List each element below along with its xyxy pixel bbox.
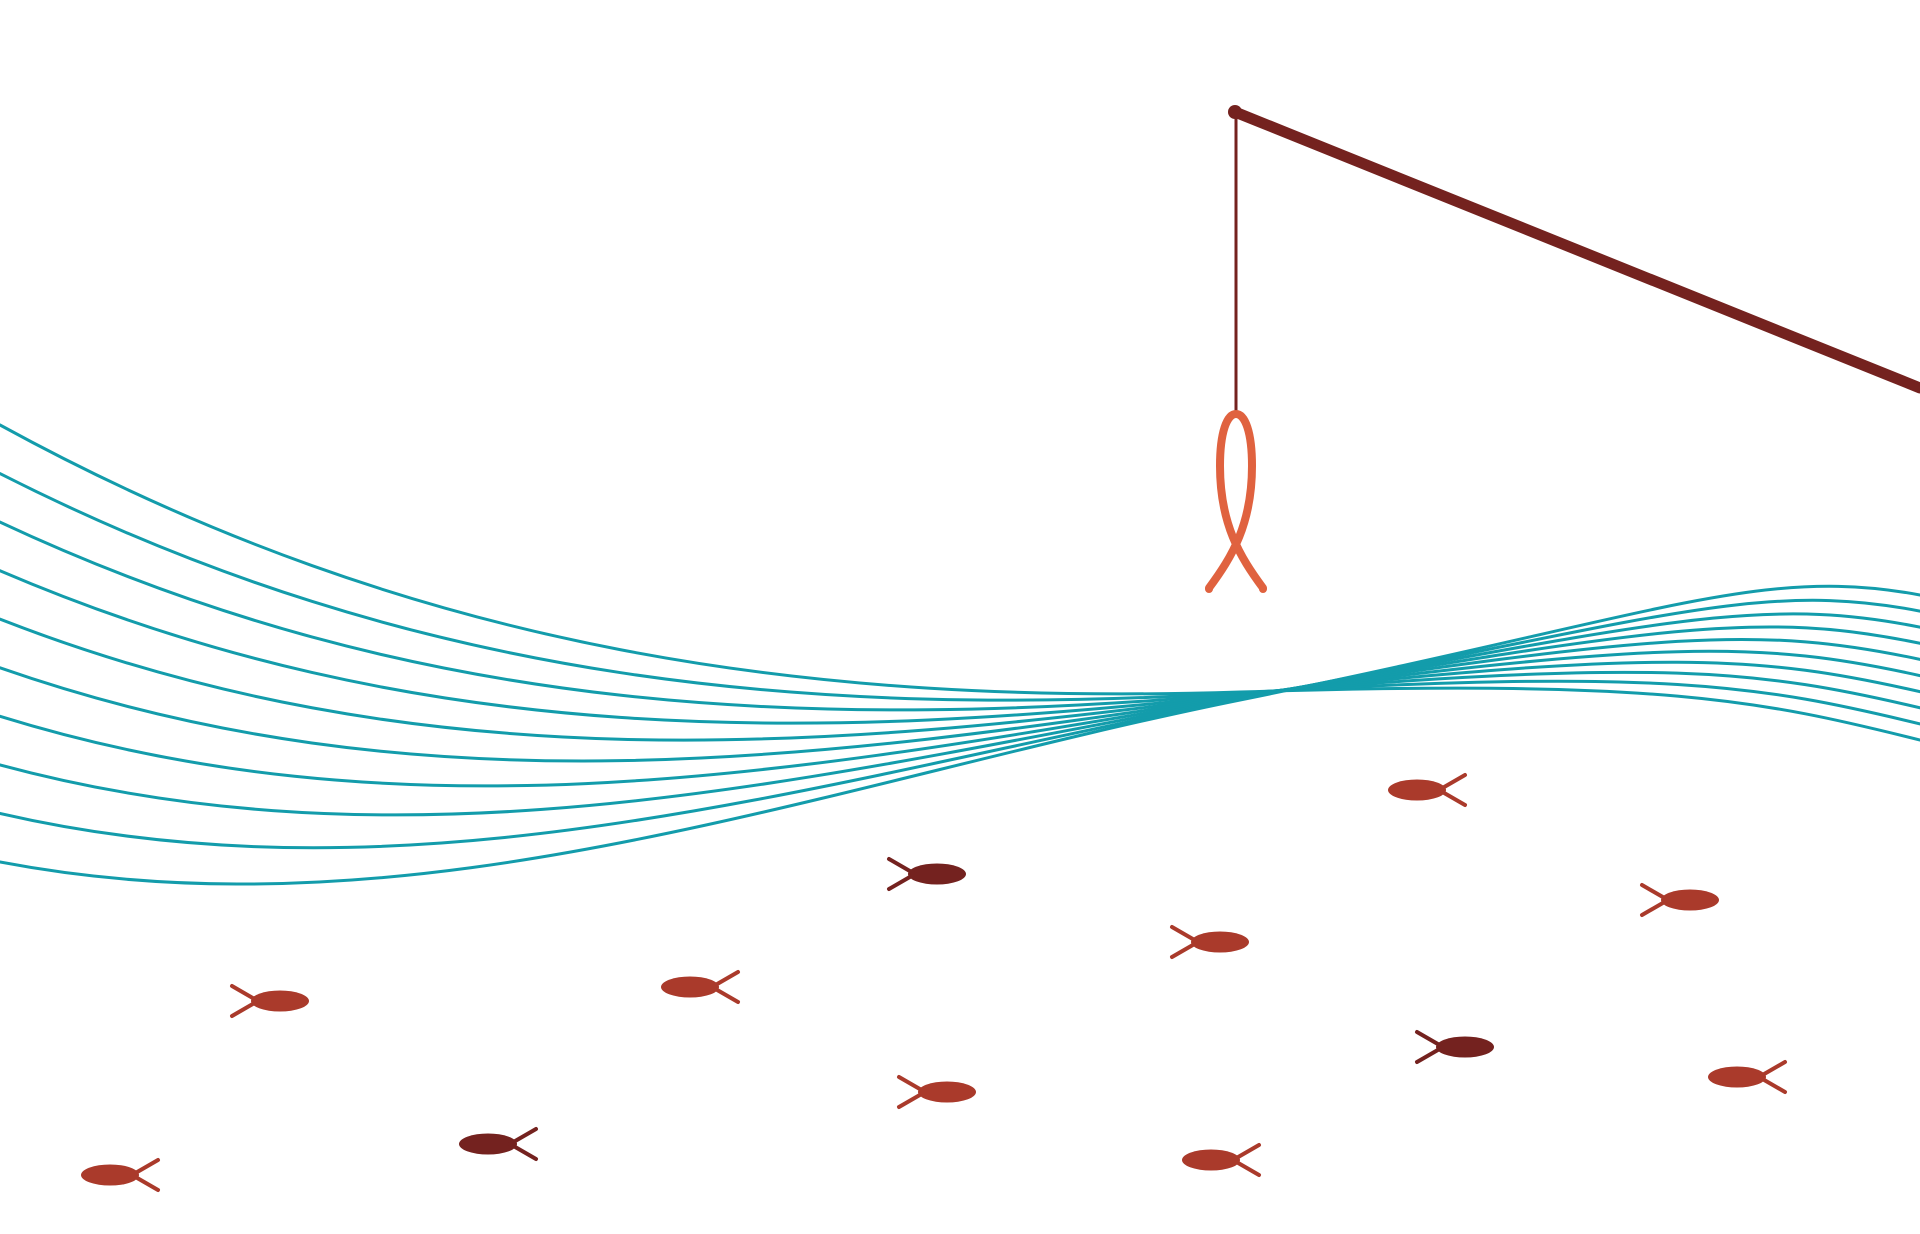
wave-line xyxy=(0,637,1920,763)
fish-body xyxy=(459,1133,517,1155)
fish-icon xyxy=(1640,883,1719,917)
fish-body xyxy=(661,976,719,998)
wave-line xyxy=(0,472,1920,726)
fish-body xyxy=(1182,1149,1240,1171)
fish-icon xyxy=(661,970,740,1004)
fish-tail xyxy=(887,857,917,891)
fish-icon xyxy=(1415,1030,1494,1064)
fishing-rod xyxy=(1229,106,1920,394)
wave-line xyxy=(0,612,1920,817)
fish-tail xyxy=(1231,1143,1261,1177)
water-waves xyxy=(0,423,1920,886)
fish-tail xyxy=(710,970,740,1004)
fish-icon xyxy=(230,984,309,1018)
fish-body xyxy=(251,990,309,1012)
wave-line xyxy=(0,423,1920,742)
fish-body xyxy=(1708,1066,1766,1088)
wave-line xyxy=(0,598,1920,850)
fish-body xyxy=(81,1164,139,1186)
fish-icon xyxy=(1388,773,1467,807)
wave-line xyxy=(0,584,1920,886)
fish-icon xyxy=(459,1127,538,1161)
fish-icon xyxy=(1182,1143,1261,1177)
fish-icon xyxy=(1170,925,1249,959)
wave-line xyxy=(0,520,1920,712)
fish-body xyxy=(908,863,966,885)
fish-body xyxy=(1388,779,1446,801)
wave-line xyxy=(0,569,1920,725)
fish-symbol-icon xyxy=(1205,409,1267,593)
fish-tail xyxy=(230,984,260,1018)
wave-line xyxy=(0,617,1920,742)
fish-icon xyxy=(897,1075,976,1109)
school-of-fish xyxy=(81,773,1787,1192)
fish-icon xyxy=(1708,1060,1787,1094)
fish-tail xyxy=(1415,1030,1445,1064)
fish-body xyxy=(1191,931,1249,953)
fish-tail xyxy=(130,1158,160,1192)
fishing-rod-group xyxy=(1205,105,1920,593)
fish-icon xyxy=(81,1158,160,1192)
fish-tail xyxy=(1640,883,1670,917)
fish-tail xyxy=(897,1075,927,1109)
fish-body xyxy=(1436,1036,1494,1058)
fish-body xyxy=(918,1081,976,1103)
fish-body xyxy=(1661,889,1719,911)
fish-tail xyxy=(508,1127,538,1161)
fish-tail xyxy=(1170,925,1200,959)
fish-icon xyxy=(887,857,966,891)
fish-tail xyxy=(1757,1060,1787,1094)
fish-tail xyxy=(1437,773,1467,807)
wave-line xyxy=(0,625,1920,788)
